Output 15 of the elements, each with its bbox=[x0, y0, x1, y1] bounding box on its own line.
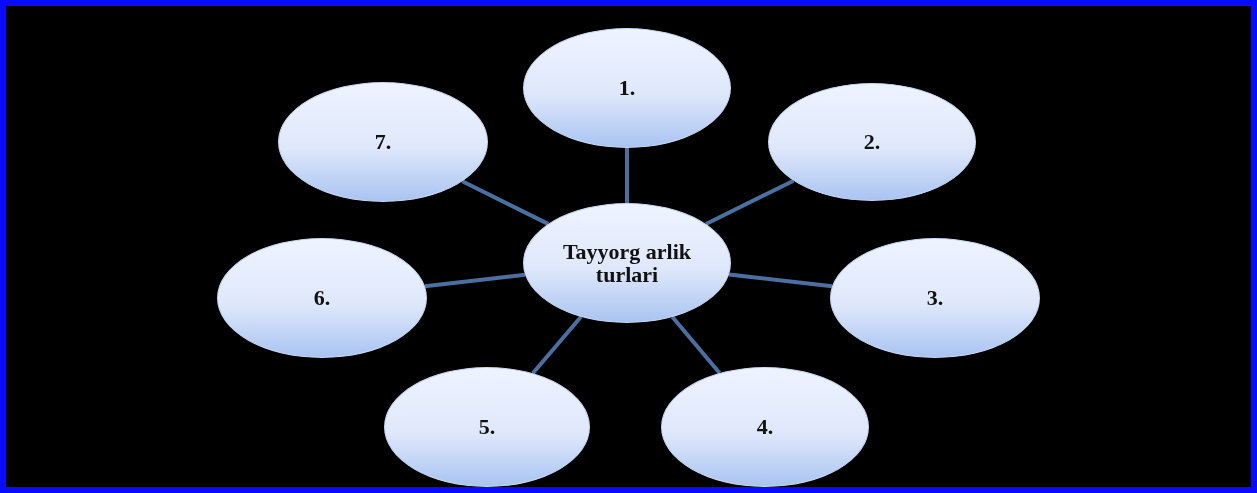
connector-line bbox=[728, 272, 833, 289]
connector-line bbox=[424, 272, 526, 289]
topic-number: 4. bbox=[756, 415, 774, 439]
connector-line bbox=[461, 179, 549, 226]
connector-line bbox=[670, 315, 722, 375]
center-label: Tayyorg arlik turlari bbox=[562, 239, 692, 287]
topic-number: 6. bbox=[313, 286, 331, 310]
connector-line bbox=[705, 178, 795, 226]
topic-number: 1. bbox=[618, 76, 636, 100]
topic-number: 5. bbox=[478, 415, 496, 439]
topic-number: 2. bbox=[863, 130, 881, 154]
topic-number: 3. bbox=[926, 286, 944, 310]
connector-line bbox=[625, 148, 629, 203]
connector-line bbox=[531, 315, 583, 375]
topic-number: 7. bbox=[374, 130, 392, 154]
